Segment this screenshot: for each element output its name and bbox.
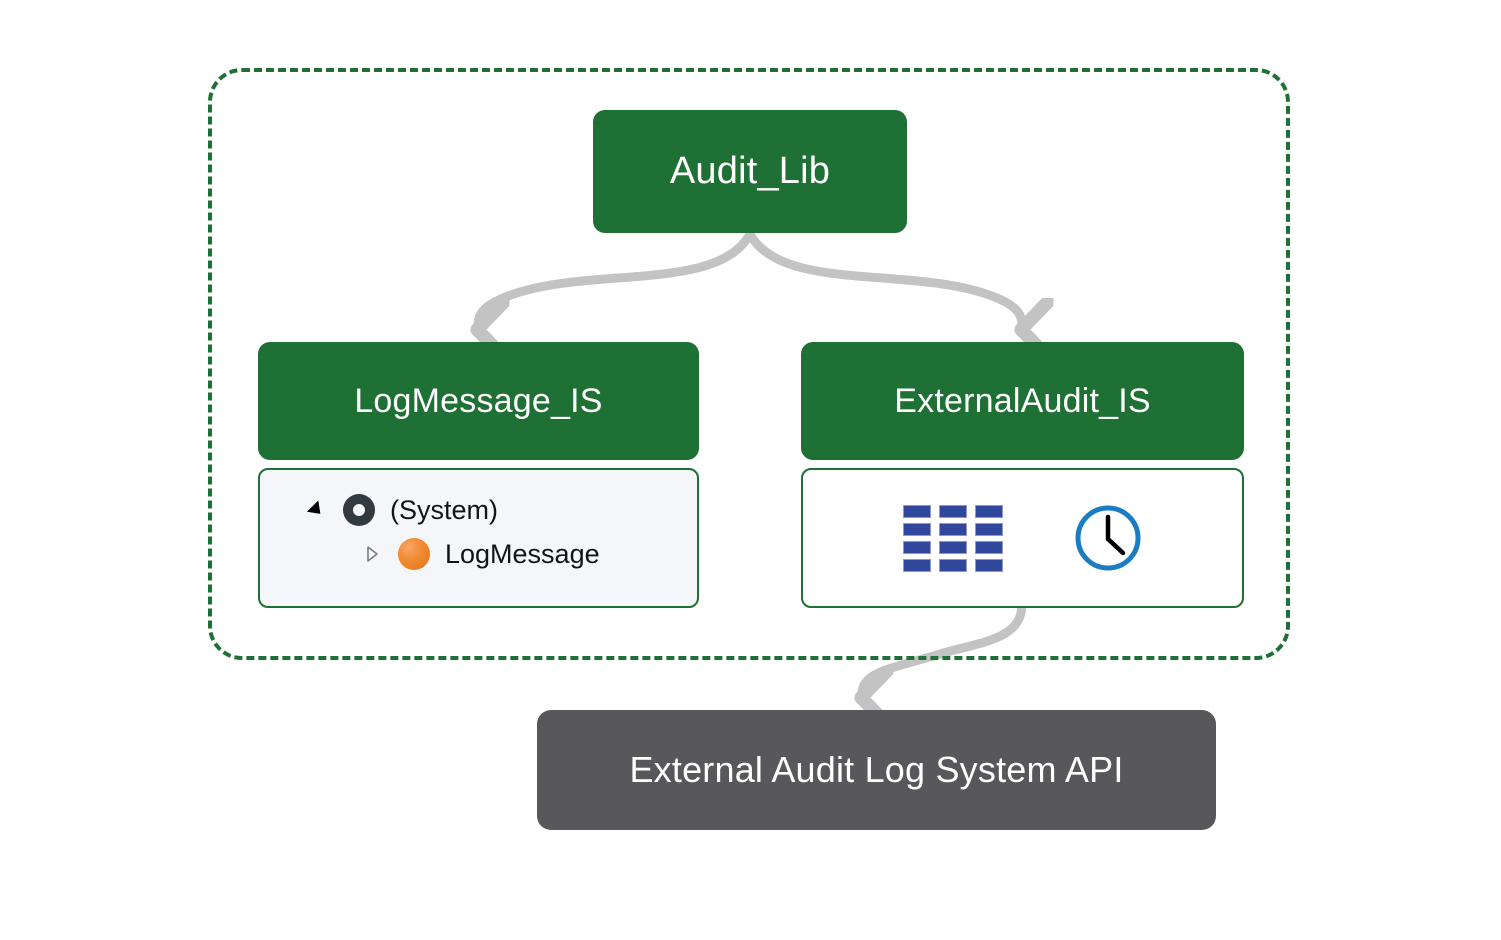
- node-external-audit-log-system-api[interactable]: External Audit Log System API: [537, 710, 1216, 830]
- audit-lib-boundary: [208, 68, 1290, 660]
- node-external-audit-is-label: ExternalAudit_IS: [894, 381, 1151, 420]
- node-log-message-is-header[interactable]: LogMessage_IS: [258, 342, 699, 460]
- tree-item-system[interactable]: (System): [260, 488, 697, 532]
- node-external-audit-log-system-api-label: External Audit Log System API: [629, 749, 1124, 790]
- log-message-is-panel: (System) LogMessage: [258, 468, 699, 608]
- twisty-collapsed-icon[interactable]: [365, 545, 391, 563]
- node-log-message-is-label: LogMessage_IS: [354, 381, 603, 420]
- namespace-donut-icon: [342, 493, 376, 527]
- grid-icon: [902, 504, 1003, 572]
- node-audit-lib-label: Audit_Lib: [669, 150, 831, 192]
- clock-icon: [1073, 503, 1143, 573]
- twisty-expanded-icon[interactable]: [306, 500, 336, 520]
- class-sphere-icon: [397, 537, 431, 571]
- node-external-audit-is[interactable]: ExternalAudit_IS: [801, 342, 1244, 608]
- tree-item-logmessage[interactable]: LogMessage: [260, 532, 697, 576]
- node-audit-lib[interactable]: Audit_Lib: [593, 110, 907, 233]
- node-log-message-is[interactable]: LogMessage_IS (System): [258, 342, 699, 608]
- node-external-audit-is-header[interactable]: ExternalAudit_IS: [801, 342, 1244, 460]
- tree-item-logmessage-label: LogMessage: [445, 538, 600, 569]
- external-audit-is-panel: [801, 468, 1244, 608]
- tree-item-system-label: (System): [390, 494, 498, 525]
